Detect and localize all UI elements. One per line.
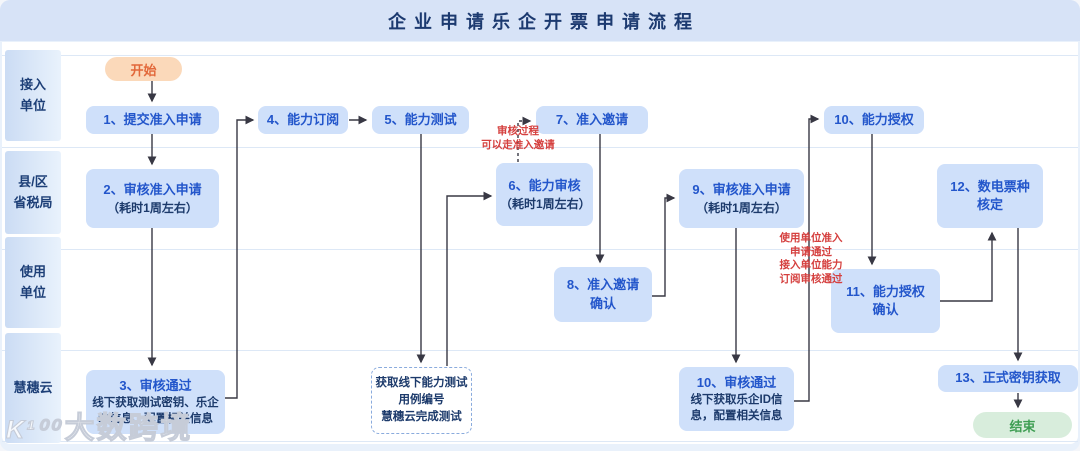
- node-label: 12、数电票种 核定: [950, 178, 1030, 212]
- node-label: 8、准入邀请 确认: [566, 277, 640, 311]
- node-step-13-official-key-acquisition: 13、正式密钥获取: [938, 365, 1078, 392]
- node-step-7-access-invitation: 7、准入邀请: [536, 106, 648, 134]
- lane-divider: [2, 350, 1078, 351]
- offline-test-note-box: 获取线下能力测试 用例编号 慧穗云完成测试: [371, 367, 472, 434]
- annotation-invite-shortcut: 审核过程 可以走准入邀请: [481, 125, 555, 151]
- watermark-text: 大数跨境: [64, 411, 193, 445]
- note-label: 获取线下能力测试 用例编号 慧穗云完成测试: [375, 376, 468, 424]
- node-sublabel: （耗时1周左右）: [107, 201, 198, 215]
- node-sublabel: 线下获取测试密钥、乐企 ID信息、配置相关信息: [92, 397, 219, 425]
- node-label: 2、审核准入申请: [103, 181, 202, 197]
- node-step-1-submit-access-application: 1、提交准入申请: [86, 106, 219, 134]
- lane-divider: [2, 249, 1078, 250]
- node-label: 1、提交准入申请: [103, 111, 202, 127]
- end-node-label: 结束: [1009, 418, 1036, 434]
- node-label: 6、能力审核: [508, 177, 581, 193]
- lane-label-using-unit: 使用 单位: [5, 237, 61, 328]
- node-label: 11、能力授权 确认: [846, 283, 925, 317]
- node-sublabel: （耗时1周左右）: [696, 201, 787, 215]
- end-node: 结束: [973, 412, 1072, 438]
- lane-divider: [2, 441, 1078, 442]
- node-sublabel: 线下获取乐企ID信 息，配置相关信息: [690, 394, 783, 422]
- annotation-authorization-condition: 使用单位准入 申请通过 接入单位能力 订阅审核通过: [779, 232, 843, 285]
- lane-label-huisui-cloud: 慧穗云: [5, 333, 61, 443]
- node-step-8-access-invitation-confirm: 8、准入邀请 确认: [554, 267, 652, 322]
- node-label: 5、能力测试: [384, 111, 457, 127]
- node-label: 7、准入邀请: [555, 111, 629, 127]
- node-step-10-review-passed: 10、审核通过 线下获取乐企ID信 息，配置相关信息: [679, 367, 794, 431]
- node-step-9-review-access-application: 9、审核准入申请 （耗时1周左右）: [679, 169, 804, 228]
- start-node-label: 开始: [130, 62, 157, 78]
- node-step-12-invoice-type-verification: 12、数电票种 核定: [937, 164, 1043, 228]
- lane-divider: [2, 147, 1078, 148]
- node-step-6-capability-review: 6、能力审核 （耗时1周左右）: [496, 163, 593, 226]
- node-step-3-review-passed: 3、审核通过 线下获取测试密钥、乐企 ID信息、配置相关信息: [86, 370, 225, 434]
- node-step-2-review-access-application: 2、审核准入申请 （耗时1周左右）: [86, 169, 219, 228]
- node-label: 10、审核通过: [696, 374, 777, 390]
- lane-label-access-unit: 接入 单位: [5, 50, 61, 141]
- node-step-11-capability-authorization-confirm: 11、能力授权 确认: [831, 269, 940, 333]
- watermark-logo-icon: K¹⁰⁰: [5, 415, 61, 444]
- node-label: 4、能力订阅: [266, 111, 340, 127]
- node-label: 10、能力授权: [834, 111, 914, 127]
- start-node: 开始: [105, 57, 182, 81]
- node-step-4-capability-subscription: 4、能力订阅: [258, 106, 348, 134]
- node-label: 3、审核通过: [119, 377, 192, 393]
- node-step-5-capability-test: 5、能力测试: [372, 106, 469, 134]
- node-label: 9、审核准入申请: [692, 181, 791, 197]
- lane-label-tax-bureau: 县/区 省税局: [5, 151, 61, 234]
- node-step-10-capability-authorization: 10、能力授权: [824, 106, 924, 134]
- node-sublabel: （耗时1周左右）: [500, 197, 591, 211]
- title-bar: 企业申请乐企开票申请流程: [0, 0, 1080, 41]
- lane-divider: [2, 55, 1078, 56]
- page-title: 企业申请乐企开票申请流程: [388, 11, 700, 32]
- watermark: K¹⁰⁰ 大数跨境: [5, 403, 193, 447]
- node-label: 13、正式密钥获取: [955, 370, 1061, 386]
